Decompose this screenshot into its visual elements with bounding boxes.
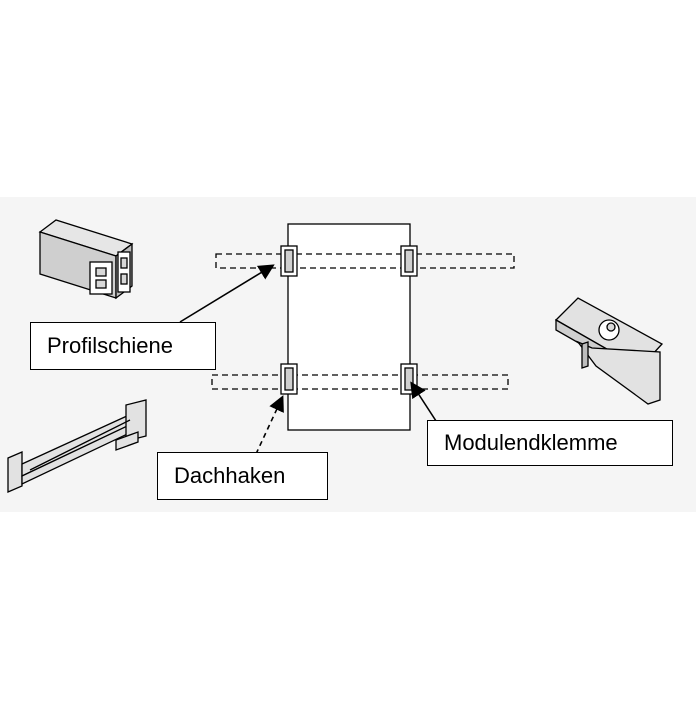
label-modulendklemme: Modulendklemme	[427, 420, 673, 466]
solar-module	[287, 223, 411, 431]
label-modulendklemme-text: Modulendklemme	[444, 430, 618, 455]
lower-rail	[211, 374, 509, 390]
clamp-top-left	[280, 245, 298, 277]
modulendklemme-illustration	[554, 297, 664, 405]
label-dachhaken-text: Dachhaken	[174, 463, 286, 488]
arrow-modulendklemme	[410, 381, 439, 425]
upper-rail	[215, 253, 515, 269]
label-profilschiene: Profilschiene	[30, 322, 216, 370]
clamps	[280, 245, 418, 395]
clamp-bottom-left	[280, 363, 298, 395]
profilschiene-illustration	[38, 219, 134, 300]
label-dachhaken: Dachhaken	[157, 452, 328, 500]
clamp-bottom-right	[400, 363, 418, 395]
arrow-profilschiene	[179, 264, 275, 323]
dachhaken-illustration	[7, 399, 147, 493]
clamp-top-right	[400, 245, 418, 277]
label-profilschiene-text: Profilschiene	[47, 333, 173, 358]
arrow-dachhaken	[255, 395, 284, 455]
